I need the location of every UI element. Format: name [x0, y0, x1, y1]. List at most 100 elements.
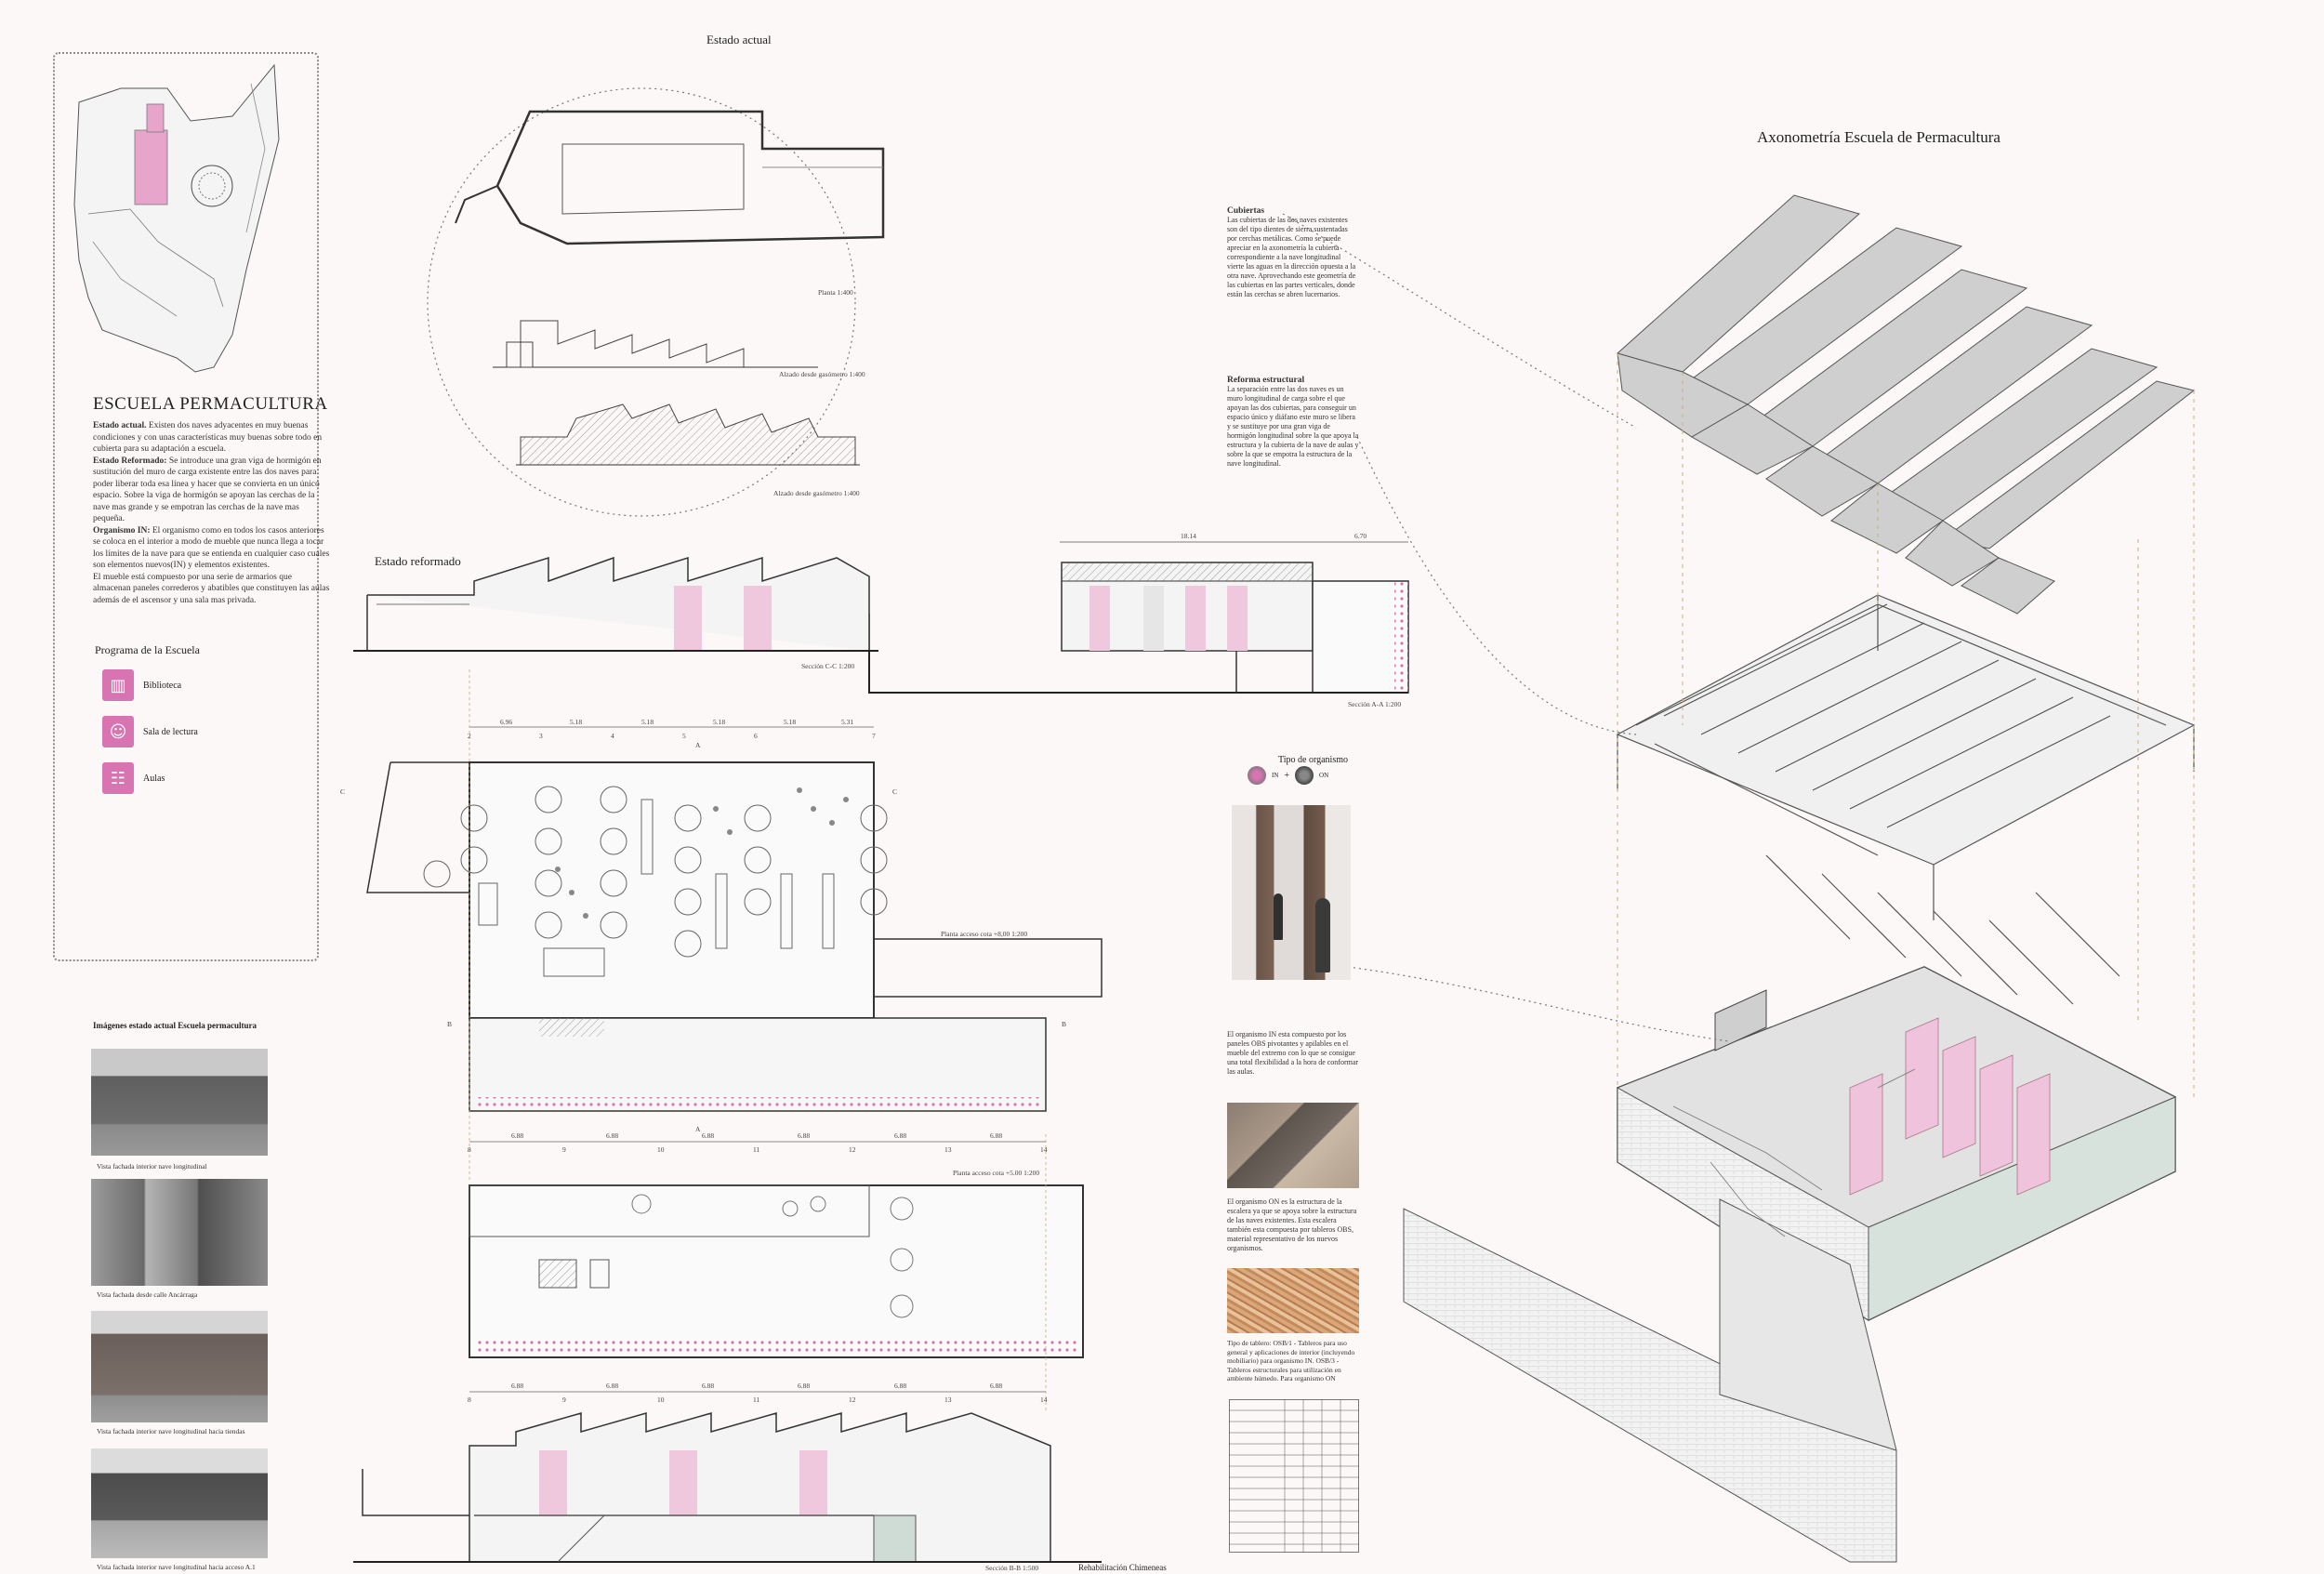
axis-row2-3: 10: [657, 1145, 665, 1154]
project-description: Estado actual. Existen dos naves adyacen…: [93, 420, 330, 606]
axis-row2-2: 9: [562, 1145, 566, 1154]
axis-row3-5: 12: [849, 1395, 856, 1404]
dim-top-2: 6.70: [1354, 532, 1367, 540]
photo-caption-3: Vista fachada interior nave longitudinal…: [97, 1427, 245, 1435]
photo-caption-2: Vista fachada desde calle Ancárraga: [97, 1290, 198, 1299]
axon-building: [1403, 966, 2177, 1563]
axis-row2-1: 8: [468, 1145, 471, 1154]
dim-row3-2: 6.88: [606, 1382, 619, 1390]
planta-400-label: Planta 1:400: [818, 288, 853, 297]
reforma-title: Reforma estructural: [1227, 376, 1305, 385]
classroom-icon: ☷: [102, 762, 134, 794]
photo-4: [91, 1448, 268, 1558]
axis-row2-7: 14: [1040, 1145, 1048, 1154]
sheet-title: Axonometría Escuela de Permacultura: [1757, 128, 2000, 146]
axis-row1-6: 7: [872, 732, 876, 740]
dimension-lines: [469, 669, 1047, 1413]
spec-table-grid: [1229, 1399, 1359, 1553]
cubiertas-text: Las cubiertas de las dos naves existente…: [1227, 216, 1356, 298]
organismo-on-icon: [1295, 766, 1314, 785]
para-text-1: Existen dos naves adyacentes en muy buen…: [93, 421, 323, 454]
dim-row3-3: 6.88: [702, 1382, 715, 1390]
program-item-biblioteca: ▥ Biblioteca: [102, 669, 181, 701]
organismo-in-label: IN: [1272, 772, 1279, 779]
cut-c-right: C: [892, 787, 898, 796]
planta-acceso-8-drawing: [366, 761, 1103, 1112]
reading-icon: ☺: [102, 716, 134, 747]
axis-row3-2: 9: [562, 1395, 566, 1404]
organismo-title: Tipo de organismo: [1278, 755, 1349, 765]
organismo-in-text: El organismo IN esta compuesto por los p…: [1227, 1030, 1359, 1076]
photo-2: [91, 1179, 268, 1286]
callout-connectors: [1282, 213, 1730, 1042]
dim-row2-2: 6.88: [606, 1131, 619, 1140]
axis-row1-5: 6: [754, 732, 758, 740]
organismo-on-text: El organismo ON es la estructura de la e…: [1227, 1197, 1357, 1252]
dim-top-1: 18.14: [1181, 532, 1196, 540]
axis-row3-6: 13: [944, 1395, 952, 1404]
reforma-note: Reforma estructural La separación entre …: [1227, 376, 1359, 469]
osb-texture: [1227, 1268, 1359, 1333]
dim-row3-1: 6.88: [511, 1382, 524, 1390]
photos-title: Imágenes estado actual Escuela permacult…: [93, 1021, 257, 1030]
planta-acceso-5-label: Planta acceso cota +5.00 1:200: [953, 1169, 1040, 1177]
stair-render: [1227, 1103, 1359, 1188]
organismo-legend: IN + ON: [1248, 766, 1328, 785]
para-lead-1: Estado actual.: [93, 421, 147, 430]
program-title: Programa de la Escuela: [95, 643, 200, 656]
para-text-3: El organismo como en todos los casos ant…: [93, 525, 330, 571]
planta-acceso-8-label: Planta acceso cota +8,00 1:200: [941, 930, 1028, 938]
axis-row2-5: 12: [849, 1145, 856, 1154]
axon-guides: [1617, 353, 2195, 1097]
organismo-plus: +: [1284, 770, 1290, 781]
cut-a-bottom: A: [695, 1125, 701, 1133]
organismo-on-label: ON: [1319, 772, 1329, 779]
project-title: ESCUELA PERMACULTURA: [93, 394, 328, 414]
cut-b-right: B: [1062, 1020, 1067, 1028]
dim-row2-3: 6.88: [702, 1131, 715, 1140]
program-item-sala-lectura: ☺ Sala de lectura: [102, 716, 198, 747]
axis-row3-7: 14: [1040, 1395, 1048, 1404]
site-plan: [73, 63, 280, 373]
tableros-text: Tipo de tablero: OSB/1 - Tableros para u…: [1227, 1339, 1355, 1382]
spec-table: [1229, 1399, 1359, 1553]
dim-row2-4: 6.88: [798, 1131, 811, 1140]
axis-row3-3: 10: [657, 1395, 665, 1404]
axis-row1-3: 4: [611, 732, 614, 740]
cut-b-left: B: [447, 1020, 453, 1028]
alzado-gasometro-2-label: Alzado desde gasómetro 1:400: [773, 489, 860, 497]
left-info-panel: [53, 52, 319, 961]
program-item-aulas: ☷ Aulas: [102, 762, 165, 794]
dim-row1-5: 5.18: [784, 718, 797, 726]
axis-row3-4: 11: [753, 1395, 760, 1404]
photo-1: [91, 1049, 268, 1156]
cut-a-top: A: [695, 741, 701, 749]
person-figure: [1315, 898, 1330, 972]
dim-row3-6: 6.88: [990, 1382, 1003, 1390]
seccion-bb-label: Sección B-B 1:500: [985, 1564, 1039, 1572]
photo-caption-4: Vista fachada interior nave longitudinal…: [97, 1563, 256, 1571]
axon-structure: [1616, 594, 2196, 1005]
para-text-2: Se introduce una gran viga de hormigón e…: [93, 456, 322, 524]
axon-roof: [1616, 194, 2196, 615]
bottom-caption: Rehabilitación Chimeneas: [1078, 1563, 1167, 1572]
planta-acceso-5-drawing: [469, 1184, 1084, 1358]
cubiertas-title: Cubiertas: [1227, 206, 1265, 216]
alzado-gasometro-1-label: Alzado desde gasómetro 1:400: [779, 370, 865, 378]
dim-row3-5: 6.88: [894, 1382, 907, 1390]
dim-row2-1: 6.88: [511, 1131, 524, 1140]
dim-row1-4: 5.18: [713, 718, 726, 726]
dim-row2-5: 6.88: [894, 1131, 907, 1140]
reforma-text: La separación entre las dos naves es un …: [1227, 385, 1359, 468]
seccion-cc-label: Sección C-C 1:200: [801, 662, 855, 670]
photo-3: [91, 1311, 268, 1422]
axis-row1-2: 3: [539, 732, 543, 740]
dim-row1-2: 5.18: [570, 718, 583, 726]
dim-row2-6: 6.88: [990, 1131, 1003, 1140]
program-label: Sala de lectura: [143, 726, 198, 737]
dim-row3-4: 6.88: [798, 1382, 811, 1390]
seccion-aa-label: Sección A-A 1:200: [1348, 700, 1402, 708]
estado-actual-label: Estado actual: [706, 33, 772, 46]
estado-reformado-label: Estado reformado: [375, 554, 461, 568]
